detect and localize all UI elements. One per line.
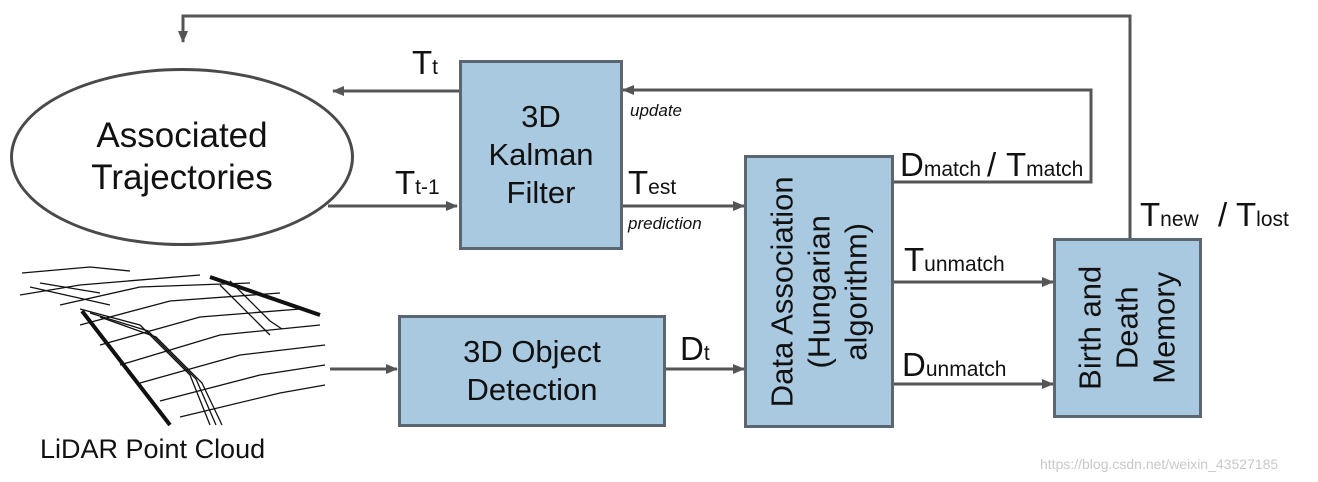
associated-trajectories-node: Associated Trajectories xyxy=(10,68,354,246)
label-match-slash: / xyxy=(987,146,997,183)
label-new-lost-slash: / xyxy=(1218,196,1228,233)
birth-death-memory-box: Birth and Death Memory xyxy=(1053,238,1202,418)
watermark: https://blog.csdn.net/weixin_43527185 xyxy=(1040,456,1279,472)
label-d-match: Dmatch xyxy=(900,146,982,183)
trajectories-line2: Trajectories xyxy=(91,158,273,197)
label-update: update xyxy=(630,101,682,120)
detection-line2: Detection xyxy=(466,372,598,407)
label-t-match: Tmatch xyxy=(1006,146,1084,183)
label-t-prev: Tt-1 xyxy=(395,164,440,201)
label-t-unmatch: Tunmatch xyxy=(904,241,1005,278)
memory-line2: Death xyxy=(1109,286,1145,370)
label-t-lost: Tlost xyxy=(1236,196,1289,233)
label-t-new: Tnew xyxy=(1140,196,1199,233)
label-t-t: Tt xyxy=(412,44,439,81)
association-line1: Data Association xyxy=(764,176,800,407)
arrow-memory-to-trajectories xyxy=(178,14,1132,238)
memory-line1: Birth and xyxy=(1072,265,1108,391)
kalman-line3: Filter xyxy=(506,174,576,210)
kalman-line1: 3D xyxy=(521,99,561,135)
label-d-unmatch: Dunmatch xyxy=(902,346,1007,383)
label-d-t: Dt xyxy=(680,330,710,367)
trajectories-line1: Associated xyxy=(96,116,268,155)
data-association-box: Data Association (Hungarian algorithm) xyxy=(744,155,894,428)
association-line3: algorithm) xyxy=(838,222,874,361)
object-detection-box: 3D Object Detection xyxy=(398,315,666,427)
association-line2: (Hungarian xyxy=(801,214,837,369)
memory-line3: Memory xyxy=(1147,272,1183,384)
label-prediction: prediction xyxy=(628,214,702,233)
detection-line1: 3D Object xyxy=(463,334,601,370)
kalman-filter-box: 3D Kalman Filter xyxy=(459,60,623,250)
kalman-line2: Kalman xyxy=(488,137,594,173)
arrow-update-feedback xyxy=(622,85,1093,184)
lidar-caption: LiDAR Point Cloud xyxy=(40,434,266,464)
label-t-est: Test xyxy=(628,164,677,201)
lidar-point-cloud-image xyxy=(20,266,326,427)
